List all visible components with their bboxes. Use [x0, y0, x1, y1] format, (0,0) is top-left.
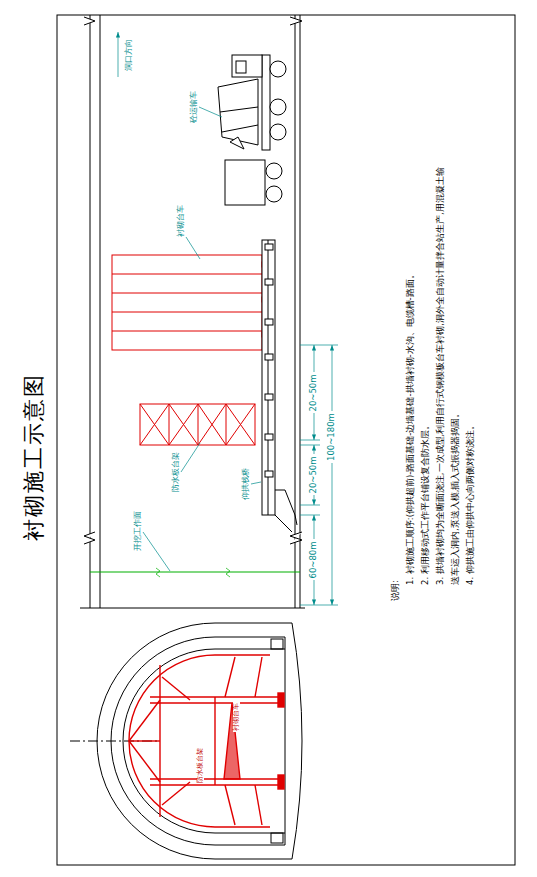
dimension-text: 100~180m	[327, 411, 337, 463]
trestle-label: 仰拱栈桥	[241, 467, 250, 501]
drawing-title: 衬砌施工示意图	[21, 373, 46, 541]
note-line: 4. 仰拱施工由仰拱中心向两侧对称浇注。	[463, 165, 478, 585]
platform-label: 防水板台架	[171, 451, 180, 493]
vehicle-label: 砼运输车	[189, 90, 198, 124]
dimension-text: 20~50m	[309, 372, 319, 413]
trolley-label: 衬砌台车	[176, 204, 185, 238]
notes-heading: 说明:	[388, 580, 403, 601]
note-line: 3. 拱墙衬砌均为全断面浇注,一次成型,利用自行式钢模板台车衬砌,洞外全自动计量…	[433, 165, 463, 585]
section-label: 衬砌台车	[233, 702, 240, 732]
dimension-text: 20~50m	[309, 454, 319, 495]
face-label: 开挖工作面	[133, 510, 142, 552]
section-label: 防水板台架	[197, 747, 204, 784]
note-line: 1. 衬砌施工顺序:(仰拱超前)-路面基础-边墙基础-拱墙衬砌-水沟、电缆槽-路…	[403, 165, 418, 585]
dimension-text: 60~80m	[309, 539, 319, 580]
direction-label: 洞口方向	[124, 38, 133, 72]
note-line: 2. 利用移动式工作平台铺设复合防水层。	[418, 165, 433, 585]
